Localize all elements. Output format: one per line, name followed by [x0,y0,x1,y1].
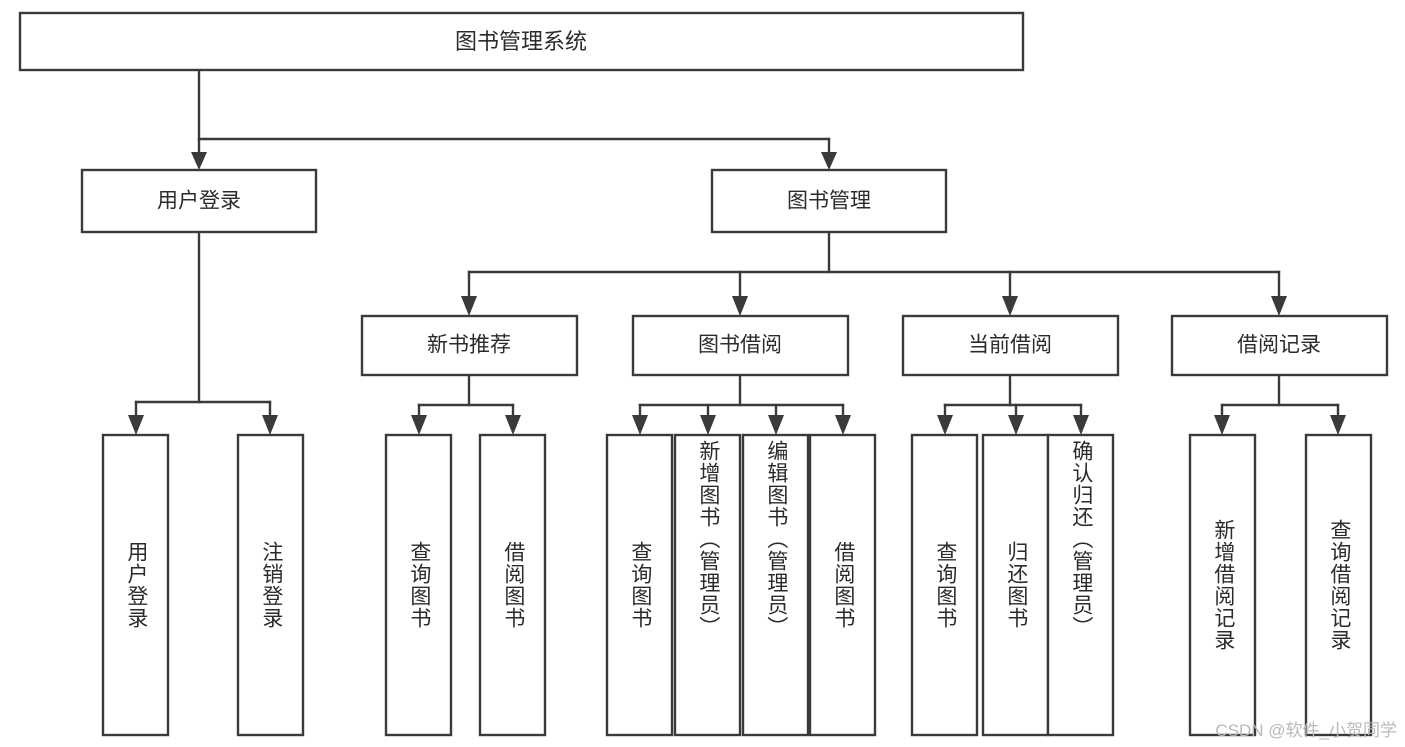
arrowhead-leaf-add-book [700,415,716,435]
node-box-new-book-recommend[interactable] [360,314,579,377]
node-box-leaf-add-record[interactable] [1188,433,1257,737]
arrowhead-leaf-query-book-3 [937,415,953,435]
node-box-leaf-borrow-book-1[interactable] [478,433,547,737]
arrowhead-user-login [191,152,207,170]
node-label-user-login: 用户登录 [157,190,241,213]
node-box-current-borrow[interactable] [901,314,1120,377]
arrowhead-leaf-user-login [128,415,144,435]
connector-group-current-borrow [937,373,1089,435]
node-box-leaf-confirm-return[interactable] [1046,433,1115,737]
node-label-borrow-record: 借阅记录 [1237,334,1321,357]
arrowhead-leaf-query-record [1330,415,1346,435]
node-label-root: 图书管理系统 [455,29,587,54]
arrowhead-leaf-confirm-return [1073,415,1089,435]
node-box-root[interactable] [18,11,1025,72]
arrowhead-book-management [821,152,837,170]
arrowhead-leaf-borrow-book-1 [505,415,521,435]
node-box-leaf-user-login[interactable] [101,433,170,737]
connector-group-new-book-recommend [411,373,521,435]
connector-group-root [191,68,837,170]
arrowhead-leaf-logout [262,415,278,435]
connector-group-book-management [461,230,1287,316]
node-box-user-login[interactable] [80,168,318,234]
node-box-leaf-query-record[interactable] [1304,433,1373,737]
arrowhead-leaf-return-book [1008,415,1024,435]
arrowhead-book-borrow [732,296,748,316]
node-label-new-book-recommend: 新书推荐 [427,334,511,357]
arrowhead-leaf-query-book-2 [632,415,648,435]
arrowhead-leaf-borrow-book-2 [835,415,851,435]
arrowhead-leaf-query-book-1 [411,415,427,435]
arrowhead-new-book-recommend [461,296,477,316]
node-box-leaf-query-book-1[interactable] [384,433,453,737]
node-box-leaf-edit-book[interactable] [741,433,810,737]
connector-group-borrow-record [1214,373,1346,435]
connector-group-book-borrow [632,373,851,435]
node-box-leaf-return-book[interactable] [981,433,1050,737]
node-box-borrow-record[interactable] [1170,314,1389,377]
node-box-leaf-query-book-3[interactable] [910,433,979,737]
node-box-book-borrow[interactable] [631,314,850,377]
node-label-book-management: 图书管理 [787,190,871,213]
node-label-current-borrow: 当前借阅 [968,334,1052,357]
arrowhead-leaf-edit-book [768,415,784,435]
connector-group-user-login [128,230,278,435]
node-box-leaf-logout[interactable] [236,433,305,737]
arrowhead-borrow-record [1271,296,1287,316]
node-box-book-management[interactable] [710,168,948,234]
node-box-leaf-query-book-2[interactable] [605,433,674,737]
node-label-book-borrow: 图书借阅 [698,334,782,357]
arrowhead-current-borrow [1002,296,1018,316]
node-box-leaf-borrow-book-2[interactable] [808,433,877,737]
node-box-leaf-add-book[interactable] [673,433,742,737]
arrowhead-leaf-add-record [1214,415,1230,435]
